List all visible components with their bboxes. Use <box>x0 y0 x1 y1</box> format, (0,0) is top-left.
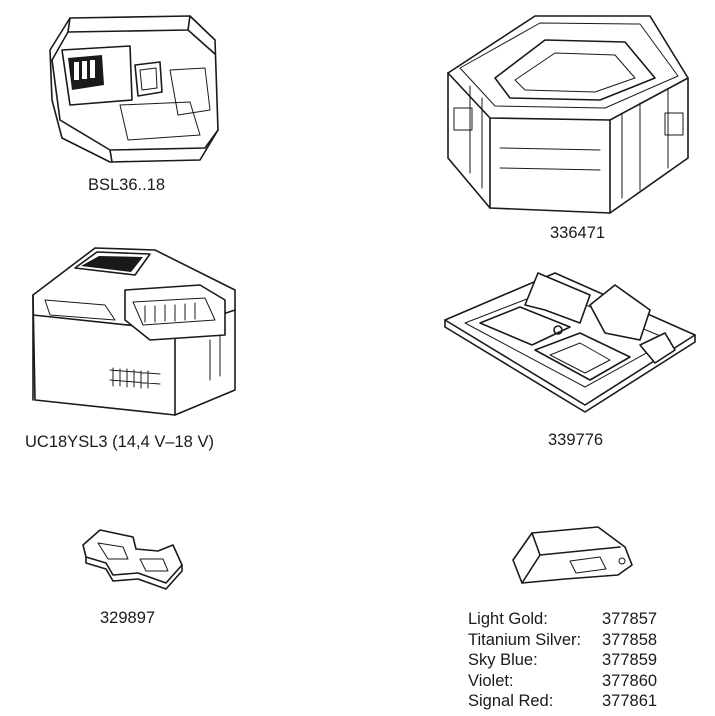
insert-icon <box>444 272 696 413</box>
variant-name: Signal Red: <box>468 692 554 711</box>
variant-name: Sky Blue: <box>468 651 538 670</box>
variant-name: Violet: <box>468 671 514 690</box>
variant-name: Light Gold: <box>468 610 548 628</box>
variant-code: 377859 <box>602 651 658 670</box>
variant-row: Light Gold: 377857 <box>468 609 713 630</box>
battery-icon <box>49 15 219 163</box>
bracket-illustration: 329897 <box>78 525 188 635</box>
variant-code: 377861 <box>602 692 658 711</box>
variant-code: 377860 <box>602 671 658 690</box>
systainer-label: 336471 <box>550 224 606 242</box>
variant-code: 377858 <box>602 630 658 649</box>
variant-name: Titanium Silver: <box>468 630 582 649</box>
charger-icon <box>32 247 236 416</box>
insert-label: 339776 <box>548 431 604 449</box>
systainer-illustration: 336471 <box>440 8 695 253</box>
battery-illustration: BSL36..18 <box>40 10 225 194</box>
variant-row: Signal Red: 377861 <box>468 691 713 712</box>
color-clip-illustration <box>510 525 635 585</box>
variant-row: Titanium Silver: 377858 <box>468 630 713 651</box>
bracket-label: 329897 <box>100 609 156 627</box>
charger-label: UC18YSL3 (14,4 V–18 V) <box>25 433 214 451</box>
variant-code: 377857 <box>602 610 658 628</box>
color-variant-list: Light Gold: 377857 Titanium Silver: 3778… <box>468 609 713 712</box>
variant-row: Sky Blue: 377859 <box>468 650 713 671</box>
charger-illustration: UC18YSL3 (14,4 V–18 V) <box>25 240 240 460</box>
battery-label: BSL36..18 <box>88 176 166 194</box>
clip-icon <box>512 526 633 584</box>
insert-illustration: 339776 <box>440 265 705 460</box>
bracket-icon <box>82 529 183 590</box>
systainer-icon <box>447 15 689 214</box>
variant-row: Violet: 377860 <box>468 671 713 692</box>
